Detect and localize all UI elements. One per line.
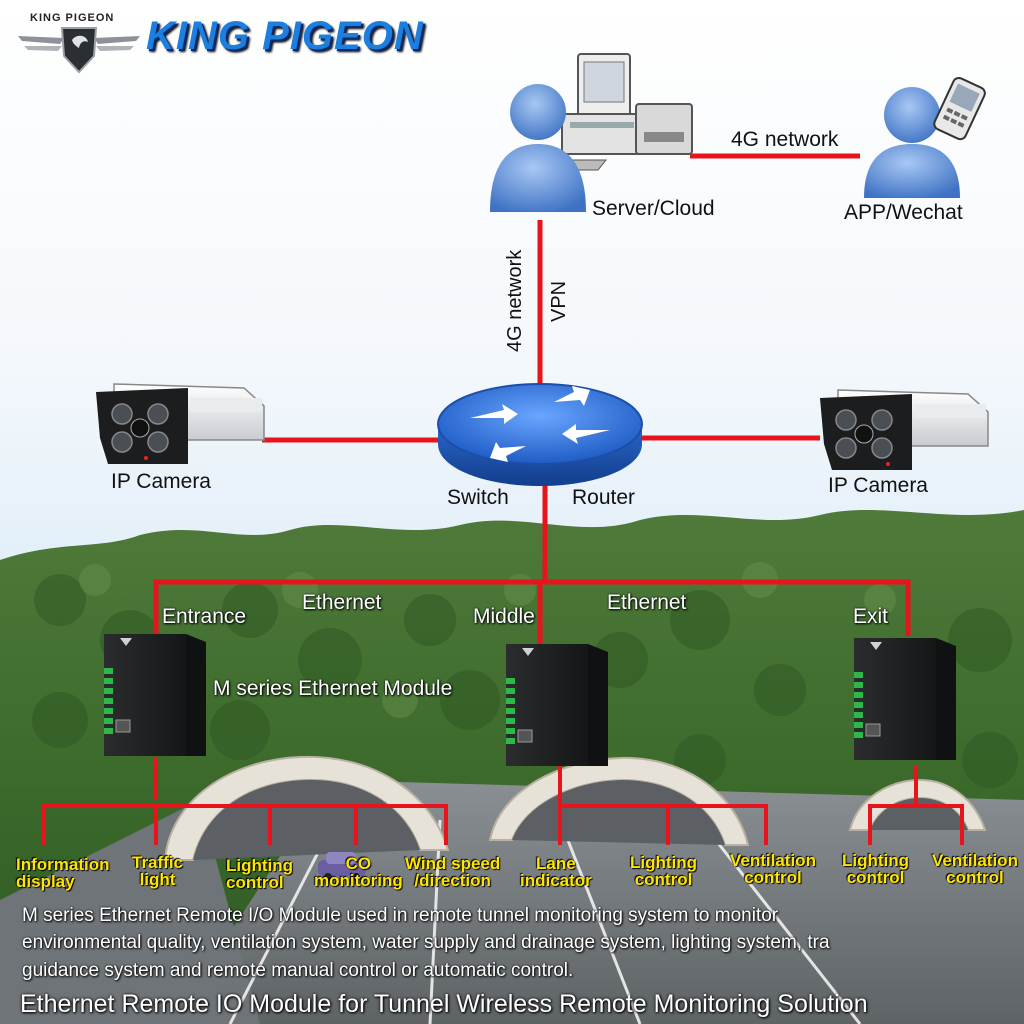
- module-exit-icon: [854, 638, 956, 760]
- top-network-label: 4G network: [731, 128, 839, 151]
- entrance-label: Entrance: [162, 605, 247, 628]
- ip-camera-right-label: IP Camera: [828, 474, 928, 497]
- middle-label: Middle: [473, 605, 535, 628]
- vertical-network-label: 4G network: [504, 249, 526, 352]
- vertical-vpn-label: VPN: [548, 280, 570, 322]
- switch-label: Switch: [447, 486, 509, 509]
- ethernet-left-label: Ethernet: [302, 591, 382, 614]
- app-user-icon: [864, 76, 986, 198]
- ip-camera-left-label: IP Camera: [111, 470, 211, 493]
- device-wires: [42, 758, 964, 845]
- ip-camera-right-icon: [820, 389, 989, 470]
- description-line: guidance system and remote manual contro…: [22, 960, 574, 981]
- server-cloud-label: Server/Cloud: [592, 197, 715, 220]
- brand-name: KING PIGEON: [146, 14, 424, 58]
- description-line: environmental quality, ventilation syste…: [22, 932, 830, 953]
- king-pigeon-logo-icon: [18, 27, 140, 74]
- ip-camera-left-icon: [96, 383, 265, 464]
- ethernet-bus: [153, 579, 911, 636]
- app-wechat-label: APP/Wechat: [844, 201, 963, 224]
- server-person-icon: [490, 53, 693, 212]
- exit-label: Exit: [853, 605, 889, 628]
- description-line: M series Ethernet Remote I/O Module used…: [22, 905, 779, 926]
- module-entrance-icon: [104, 634, 206, 756]
- ethernet-right-label: Ethernet: [607, 591, 687, 614]
- footer-title: Ethernet Remote IO Module for Tunnel Wir…: [20, 990, 868, 1018]
- router-icon: [437, 383, 643, 486]
- device-label: Wind speed/direction: [405, 854, 501, 890]
- router-label: Router: [572, 486, 636, 509]
- module-middle-icon: [506, 644, 608, 766]
- brand-small-label: KING PIGEON: [30, 12, 115, 24]
- module-label: M series Ethernet Module: [213, 677, 453, 700]
